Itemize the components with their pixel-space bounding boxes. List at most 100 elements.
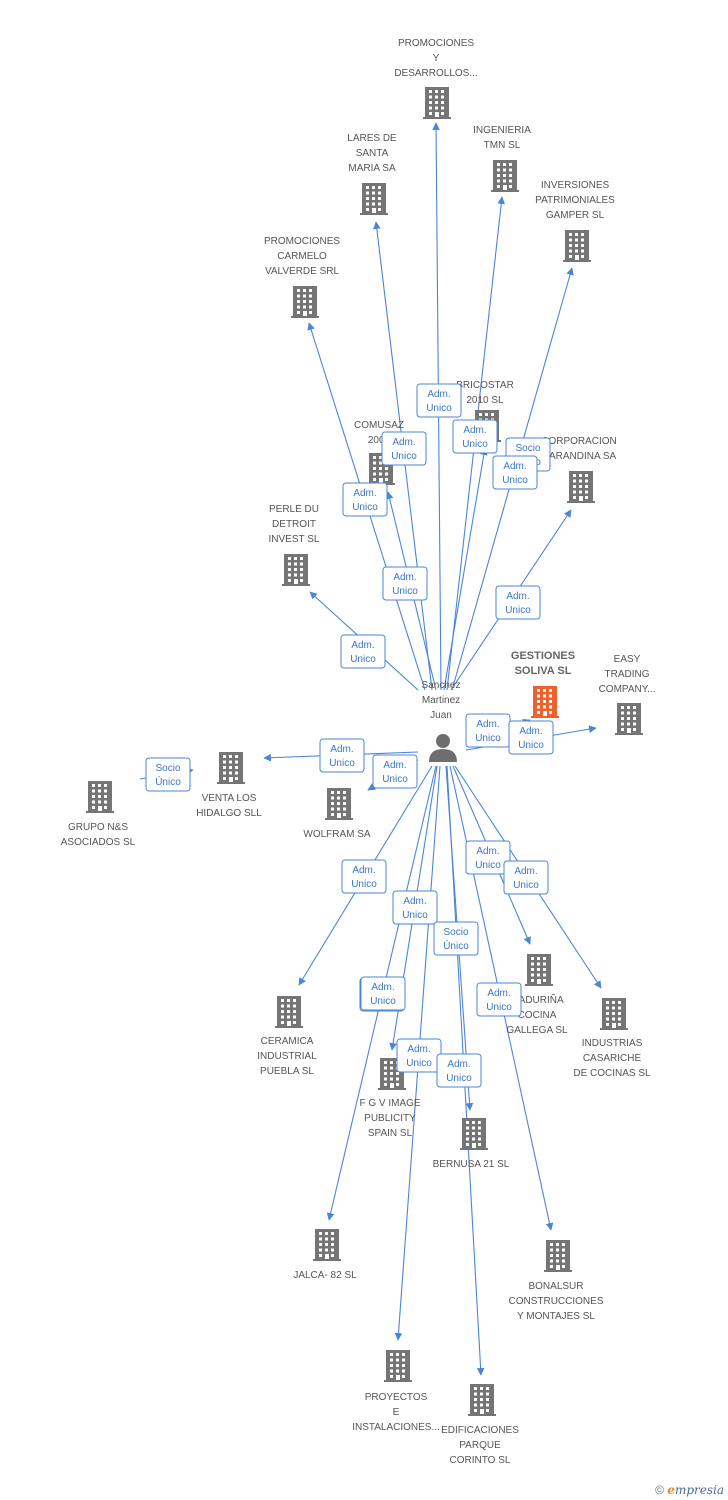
edge-label-ingenieria_tmn[interactable]: Adm.Unico bbox=[452, 419, 498, 454]
node-label-proyectos_instalaciones: PROYECTOSEINSTALACIONES... bbox=[352, 1392, 440, 1433]
edge-label-text: Adm. bbox=[476, 719, 499, 730]
node-label-line: JALCA- 82 SL bbox=[293, 1270, 357, 1281]
building-icon-gestiones_soliva[interactable] bbox=[531, 686, 559, 718]
edge-center-to-bricostar bbox=[443, 447, 488, 691]
node-label-line: INVEST SL bbox=[269, 534, 320, 545]
building-icon-lares_santa_maria[interactable] bbox=[360, 183, 388, 215]
node-label-line: DESARROLLOS... bbox=[394, 68, 477, 79]
building-icon-industrias_casariche[interactable] bbox=[600, 998, 628, 1030]
node-label-line: EDIFICACIONES bbox=[441, 1425, 519, 1436]
edge-label-easy_trading[interactable]: Adm.Unico bbox=[508, 720, 554, 755]
node-label-line: INDUSTRIAL bbox=[257, 1051, 317, 1062]
building-icon-easy_trading[interactable] bbox=[615, 703, 643, 735]
edge-label-industrias_casariche[interactable]: Adm. Unico bbox=[503, 860, 549, 895]
edge-label-text: Socio bbox=[443, 927, 468, 938]
edge-label-proyectos_instalaciones[interactable]: Adm. Unico bbox=[396, 1038, 442, 1073]
building-icon-mobiliario_cocina[interactable] bbox=[525, 954, 553, 986]
node-label-line: COCINA bbox=[518, 1010, 557, 1021]
node-label-line: PROMOCIONES bbox=[398, 38, 474, 49]
edge-label-lares_santa_maria[interactable]: Adm.Unico bbox=[381, 431, 427, 466]
building-icon-ceramica_puebla[interactable] bbox=[275, 996, 303, 1028]
node-label-line: SPAIN SL bbox=[368, 1128, 413, 1139]
building-icon-edificaciones_corinto[interactable] bbox=[468, 1384, 496, 1416]
edge-label-text: Adm. bbox=[463, 425, 486, 436]
person-icon[interactable] bbox=[429, 734, 457, 762]
edge-label-text: Adm. bbox=[407, 1044, 430, 1055]
node-label-line: INGENIERIA bbox=[473, 125, 531, 136]
node-label-line: INDUSTRIAS bbox=[582, 1038, 643, 1049]
edge-label-venta_los_hidalgo[interactable]: Adm.Unico bbox=[319, 738, 365, 773]
edge-label-text: Unico bbox=[513, 880, 539, 891]
edge-label-text: Unico bbox=[391, 451, 417, 462]
building-icon-venta_los_hidalgo[interactable] bbox=[217, 752, 245, 784]
edge-label-text: Unico bbox=[351, 879, 377, 890]
edge-label-bricostar[interactable]: Adm.Unico bbox=[492, 455, 538, 490]
building-icon-wolfram[interactable] bbox=[325, 788, 353, 820]
building-icon-corporacion_carandina[interactable] bbox=[567, 471, 595, 503]
edge-label-gestiones_soliva[interactable]: Adm.Unico bbox=[465, 713, 511, 748]
edge-label-text: Unico bbox=[402, 910, 428, 921]
node-label-line: CORINTO SL bbox=[450, 1455, 511, 1466]
edge-label-ceramica_puebla[interactable]: Adm.Unico bbox=[341, 859, 387, 894]
edge-label-text: Adm. bbox=[427, 389, 450, 400]
node-label-line: ASOCIADOS SL bbox=[61, 837, 136, 848]
node-label-line: INSTALACIONES... bbox=[352, 1422, 440, 1433]
edge-label-text: Adm. bbox=[514, 866, 537, 877]
node-label-line: 2009 bbox=[368, 435, 391, 446]
edge-label-text: Adm. bbox=[503, 461, 526, 472]
edge-label-promociones_carmelo[interactable]: Adm.Unico bbox=[342, 482, 388, 517]
edge-label-bernusa_aux[interactable]: Adm.Unico bbox=[360, 976, 406, 1011]
building-icon-promociones_carmelo[interactable] bbox=[291, 286, 319, 318]
node-label-line: Sanchez bbox=[422, 680, 461, 691]
node-label-line: CERAMICA bbox=[261, 1036, 314, 1047]
edge-label-corporacion_carandina[interactable]: Adm.Unico bbox=[495, 585, 541, 620]
edge-label-edificaciones_corinto[interactable]: Adm.Unico bbox=[436, 1053, 482, 1088]
copyright-symbol: © bbox=[655, 1483, 664, 1497]
edge-label-comusaz[interactable]: Adm.Unico bbox=[382, 566, 428, 601]
node-label-line: INVERSIONES bbox=[541, 180, 610, 191]
node-label-line: PUBLICITY bbox=[364, 1113, 416, 1124]
edge-label-promociones_desarrollos[interactable]: Adm.Unico bbox=[416, 383, 462, 418]
building-icon-bonalsur[interactable] bbox=[544, 1240, 572, 1272]
building-icon-perle_du_detroit[interactable] bbox=[282, 554, 310, 586]
footer-brand[interactable]: © empresia bbox=[655, 1483, 724, 1497]
edge-label-text: Unico bbox=[486, 1002, 512, 1013]
node-label-line: PARQUE bbox=[459, 1440, 501, 1451]
building-icon-jalca[interactable] bbox=[313, 1229, 341, 1261]
edge-label-perle_du_detroit[interactable]: Adm.Unico bbox=[340, 634, 386, 669]
node-label-promociones_desarrollos: PROMOCIONESYDESARROLLOS... bbox=[394, 38, 477, 79]
node-label-line: LARES DE bbox=[347, 133, 397, 144]
building-icon-bernusa[interactable] bbox=[460, 1118, 488, 1150]
node-label-line: BONALSUR bbox=[528, 1281, 583, 1292]
edge-label-mobiliario_cocina[interactable]: Adm.Unico bbox=[465, 840, 511, 875]
node-label-line: CASARICHE bbox=[583, 1053, 642, 1064]
building-icon-grupo_ns[interactable] bbox=[86, 781, 114, 813]
edge-label-text: Unico bbox=[406, 1058, 432, 1069]
node-label-line: CARMELO bbox=[277, 251, 327, 262]
building-icon-promociones_desarrollos[interactable] bbox=[423, 87, 451, 119]
node-label-line: DETROIT bbox=[272, 519, 316, 530]
edge-label-text: Adm. bbox=[371, 982, 394, 993]
edge-label-text: Adm. bbox=[506, 591, 529, 602]
edge-label-text: Socio bbox=[155, 763, 180, 774]
edge-label-bonalsur[interactable]: Adm.Unico bbox=[476, 982, 522, 1017]
building-icon-proyectos_instalaciones[interactable] bbox=[384, 1350, 412, 1382]
edge-label-text: Socio bbox=[515, 443, 540, 454]
node-label-line: COMUSAZ bbox=[354, 420, 404, 431]
node-label-line: COMPANY... bbox=[599, 684, 656, 695]
building-icon-inversiones_gamper[interactable] bbox=[563, 230, 591, 262]
building-icon-ingenieria_tmn[interactable] bbox=[491, 160, 519, 192]
edge-label-text: Unico bbox=[446, 1073, 472, 1084]
edge-label-fgv_image[interactable]: Adm.Unico bbox=[392, 890, 438, 925]
edge-label-wolfram[interactable]: Adm.Unico bbox=[372, 754, 418, 789]
